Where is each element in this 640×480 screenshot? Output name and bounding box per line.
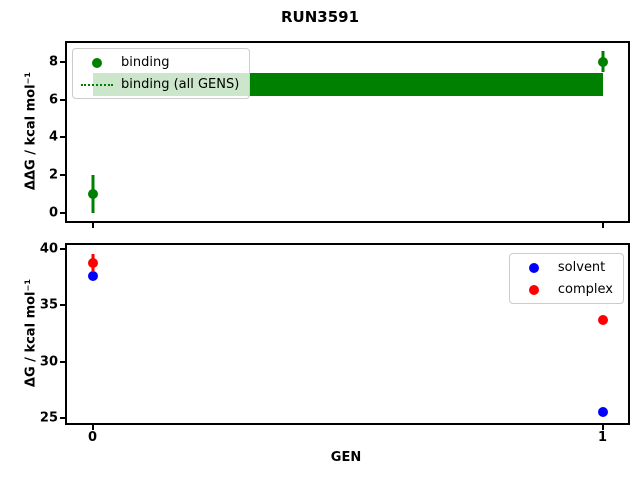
y-tick-mark [60, 98, 65, 101]
complex-marker-handle [518, 284, 550, 295]
complex-data-point [87, 258, 98, 269]
solvent-data-point [87, 271, 98, 282]
y-tick-mark [60, 360, 65, 363]
legend-label-binding: binding [121, 55, 170, 70]
y-tick-mark [60, 60, 65, 63]
legend-entry-complex: complex [518, 282, 613, 297]
solvent-dot-icon [528, 262, 539, 273]
y-tick-label: 40 [39, 241, 58, 257]
x-axis-label: GEN [330, 450, 362, 465]
y-tick-label: 35 [39, 297, 58, 313]
complex-data-point [597, 315, 608, 326]
y-tick-label: 0 [48, 205, 58, 221]
dotted-line-icon [81, 83, 113, 86]
y-tick-label: 2 [48, 167, 58, 183]
bottom-plot-y-axis-label: ΔG / kcal mol⁻¹ [23, 278, 39, 388]
x-tick-label: 1 [597, 430, 608, 445]
y-tick-mark [60, 304, 65, 307]
x-tick-label: 0 [87, 430, 98, 445]
y-tick-mark [60, 211, 65, 214]
x-tick-mark [91, 223, 94, 228]
y-tick-mark [60, 173, 65, 176]
y-tick-mark [60, 417, 65, 420]
bottom-plot-axes: solvent complex 25 30 35 40 0 1 [40, 242, 630, 444]
y-tick-mark [60, 136, 65, 139]
y-tick-label: 8 [48, 54, 58, 70]
top-plot-legend: binding binding (all GENS) [72, 48, 251, 99]
y-tick-label: 25 [39, 410, 58, 426]
bottom-plot-legend: solvent complex [508, 253, 624, 304]
top-plot-y-axis-label: ΔΔG / kcal mol⁻¹ [23, 71, 39, 191]
legend-entry-binding-all-gens: binding (all GENS) [81, 77, 239, 92]
y-tick-label: 4 [48, 129, 58, 145]
solvent-data-point [597, 406, 608, 417]
binding-all-gens-handle [81, 83, 113, 86]
legend-label-complex: complex [557, 282, 613, 297]
binding-data-point [87, 188, 98, 199]
x-tick-mark [601, 425, 604, 430]
solvent-marker-handle [518, 262, 550, 273]
figure-title: RUN3591 [280, 8, 360, 26]
x-tick-mark [601, 223, 604, 228]
binding-data-point [597, 56, 608, 67]
legend-label-solvent: solvent [557, 260, 606, 275]
top-plot-axes: binding binding (all GENS) 0 2 4 6 8 [49, 41, 630, 228]
legend-entry-binding: binding [81, 55, 239, 70]
legend-entry-solvent: solvent [518, 260, 613, 275]
y-tick-mark [60, 247, 65, 250]
y-tick-label: 30 [39, 354, 58, 370]
x-tick-mark [91, 425, 94, 430]
binding-marker-handle [81, 57, 113, 68]
legend-label-binding-all-gens: binding (all GENS) [121, 77, 240, 92]
y-tick-label: 6 [48, 92, 58, 107]
binding-dot-icon [92, 57, 102, 68]
complex-dot-icon [528, 284, 539, 295]
